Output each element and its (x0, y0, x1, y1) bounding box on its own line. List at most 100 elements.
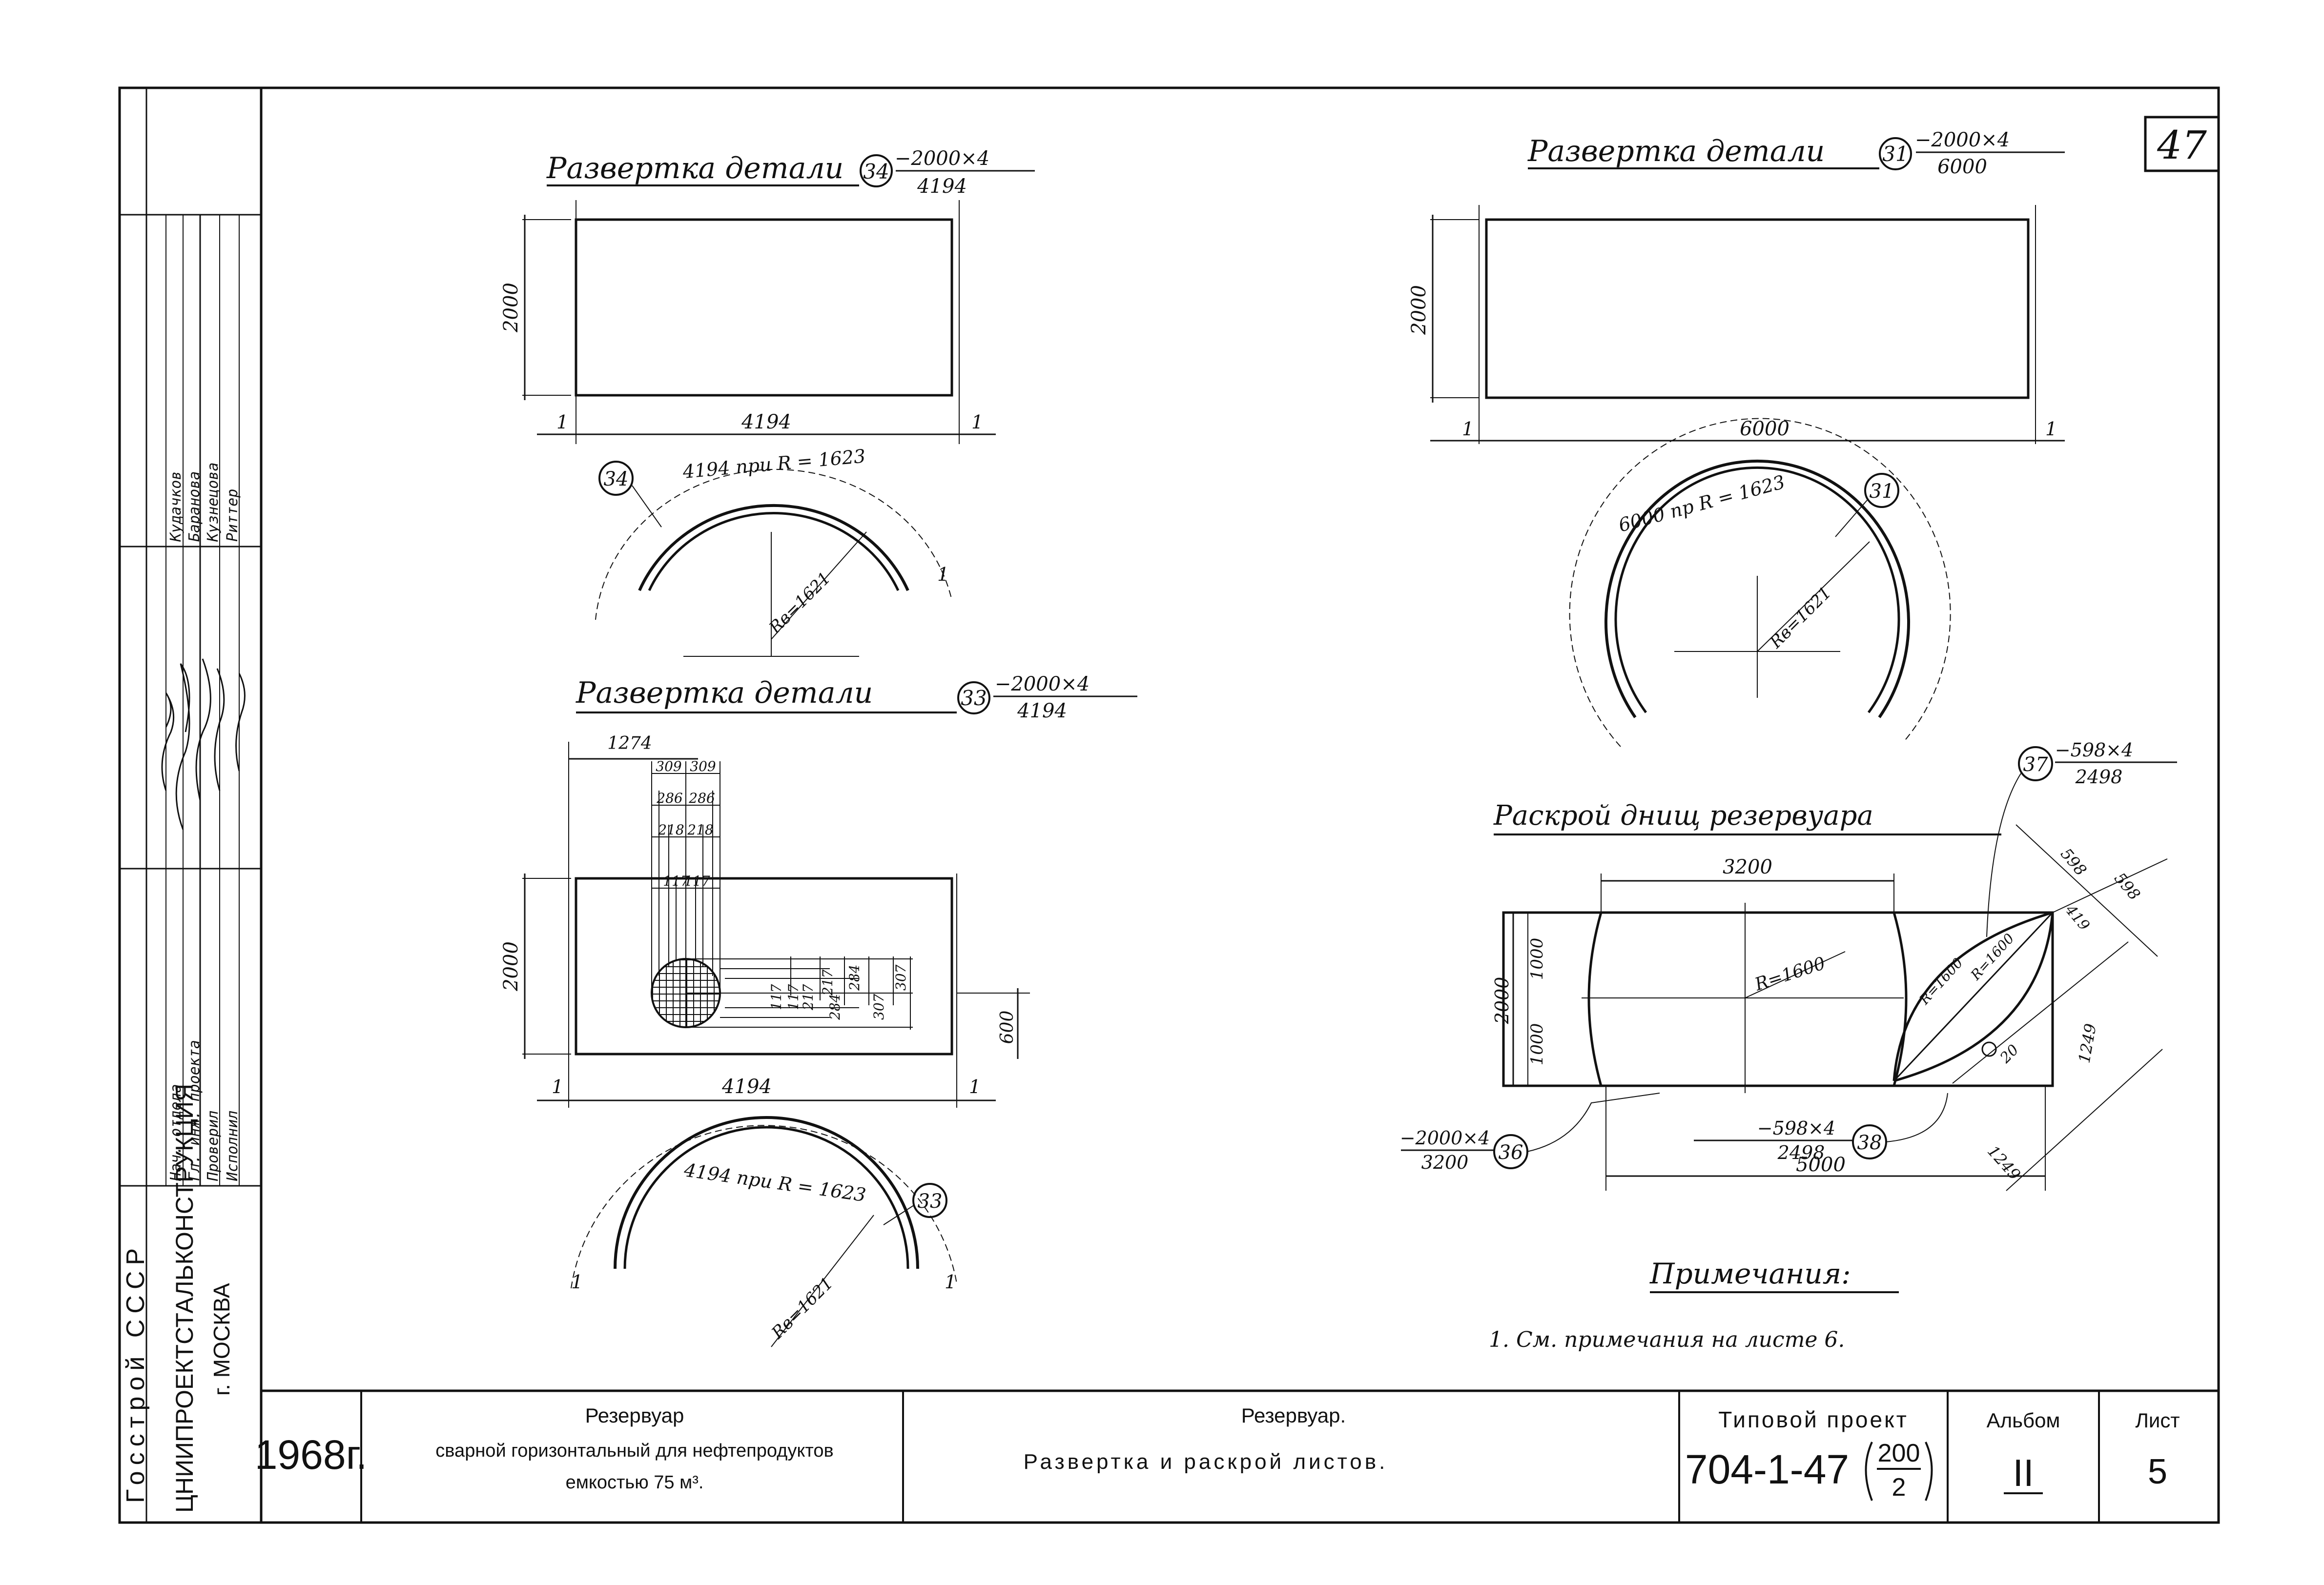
detail-33-bottom-offset: 600 (997, 1011, 1017, 1044)
bottom-cut-spec-37-top: −598×4 (2055, 739, 2133, 761)
detail-31-arc-outer (1604, 459, 1910, 718)
detail-33-offset: 1274 (607, 733, 652, 753)
bottom-cut-radius-a: R=1600 (1916, 955, 1966, 1008)
detail-33-arc-radius: Rв=1621 (767, 1274, 837, 1343)
bottom-cut-radius: R=1600 (1752, 954, 1828, 995)
role-executed: Исполнил (224, 1111, 241, 1182)
detail-33-hdim-3: 286 (656, 790, 682, 806)
detail-31-height: 2000 (1408, 285, 1430, 335)
role-chief-engineer: Гл. инж. проекта (186, 1040, 203, 1181)
title-block: 1968г. Резервуар сварной горизонтальный … (255, 1391, 2180, 1523)
bottom-cut-mark-38: 38 (1857, 1132, 1882, 1154)
detail-33-vdim-3: 217 (800, 984, 816, 1011)
detail-31-title: Развертка детали (1527, 134, 1825, 168)
detail-34-arc-outer (638, 504, 909, 591)
detail-34-arc-mark: 34 (604, 468, 629, 490)
name-3: Кузнецова (205, 462, 222, 542)
detail-33-vdim-6: 284 (846, 965, 863, 991)
detail-33-vdim-8: 307 (893, 964, 909, 991)
title-sheet-title: Резервуар. (1241, 1404, 1346, 1427)
detail-31-arc-mark: 31 (1870, 480, 1894, 503)
detail-34: Развертка детали 34 −2000×4 4194 2000 41… (500, 147, 1035, 657)
detail-34-length: 4194 (741, 411, 791, 433)
detail-31-arc-mark-circle (1864, 473, 1899, 508)
detail-31-allowance-left: 1 (1462, 418, 1474, 440)
detail-33-allowance-right: 1 (969, 1076, 981, 1097)
detail-33-vdim-5: 284 (827, 994, 843, 1020)
detail-34-mark: 34 (863, 160, 889, 183)
city-label: г. МОСКВА (209, 1283, 234, 1396)
corner-sheet-number-box: 47 (2144, 116, 2220, 172)
org-label: Госстрой СССР (122, 1242, 150, 1503)
detail-33-plate (575, 877, 953, 1056)
detail-34-arc-label: 4194 при R = 1623 (681, 445, 866, 483)
title-album-value: II (2013, 1451, 2034, 1494)
detail-34-spec-bottom: 4194 (917, 175, 967, 198)
name-4: Риттер (224, 489, 241, 542)
notes: Примечания: 1. См. примечания на листе 6… (1489, 1257, 1899, 1352)
title-project-label: Типовой проект (1718, 1407, 1909, 1432)
bottom-cut-dim-598-b: 598 (2111, 869, 2144, 904)
detail-34-arc-inner (648, 512, 900, 591)
detail-33-spec-top: −2000×4 (995, 673, 1090, 695)
bottom-cut-mark-36: 36 (1499, 1141, 1523, 1164)
detail-31-spec-top: −2000×4 (1915, 129, 2010, 151)
bottom-cut-dim-1249-b: 1249 (1984, 1142, 2024, 1184)
bottom-cut-half-bottom: 1000 (1527, 1023, 1547, 1066)
title-project-fraction-top: 200 (1878, 1439, 1920, 1467)
detail-33-mark: 33 (961, 686, 987, 710)
detail-33-hdim-4: 286 (688, 790, 715, 806)
detail-33-vdim-7: 307 (871, 994, 887, 1020)
detail-33-height: 2000 (500, 941, 522, 992)
title-sheet-label: Лист (2135, 1409, 2180, 1432)
bottom-cut-title: Раскрой днищ резервуара (1493, 800, 1873, 832)
notes-heading: Примечания: (1649, 1257, 1851, 1290)
bottom-cut-dim-1249-a: 1249 (2075, 1022, 2100, 1065)
bottom-cut-half-top: 1000 (1527, 938, 1547, 980)
detail-34-mark-circle (860, 154, 893, 187)
title-object-desc-1: сварной горизонтальный для нефтепродукто… (435, 1441, 833, 1461)
detail-33-hdim-8: 117 (684, 873, 710, 889)
detail-31-length: 6000 (1740, 418, 1789, 440)
bottom-cut-width-top: 3200 (1723, 856, 1772, 878)
detail-34-arc-radius: Rв=1621 (765, 569, 834, 638)
title-sheet-value: 5 (2148, 1452, 2167, 1491)
name-1: Кудачков (167, 471, 185, 543)
detail-33-arc-allowance-right: 1 (945, 1271, 956, 1293)
bottom-cut: Раскрой днищ резервуара R=1600 R=1600 R=… (1400, 739, 2177, 1191)
detail-33-hdim-2: 309 (690, 758, 716, 774)
title-project-fraction-bottom: 2 (1892, 1473, 1906, 1502)
detail-34-arc-allowance: 1 (937, 564, 949, 585)
title-sheet-desc: Развертка и раскрой листов. (1024, 1450, 1388, 1474)
detail-33-arc-outer (614, 1116, 919, 1269)
detail-33-title: Развертка детали (576, 676, 873, 710)
detail-34-allowance-left: 1 (556, 411, 568, 433)
detail-33-arc-label: 4194 при R = 1623 (682, 1159, 867, 1206)
detail-33: Развертка детали 33 −2000×4 4194 2000 41… (500, 673, 1137, 1347)
detail-33-hdim-5: 218 (658, 822, 684, 838)
detail-34-spec-top: −2000×4 (895, 147, 989, 170)
title-album-label: Альбом (1987, 1409, 2060, 1432)
bottom-cut-height: 2000 (1491, 977, 1513, 1025)
detail-33-arc-mark-circle (912, 1183, 947, 1218)
role-head-of-dept: Нач. отдела (167, 1084, 185, 1181)
title-project-number: 704-1-47 (1685, 1446, 1849, 1492)
detail-31-plate (1485, 218, 2030, 399)
bottom-cut-dim-598-a: 598 (2057, 845, 2090, 879)
detail-33-hdim-7: 117 (663, 873, 689, 889)
detail-33-arc-allowance-left: 1 (571, 1271, 583, 1293)
outer-frame (118, 86, 2220, 1524)
detail-33-vdim-4: 217 (820, 969, 836, 996)
bottom-cut-spec-36-top: −2000×4 (1400, 1127, 1490, 1149)
detail-31-mark-circle (1879, 137, 1912, 170)
detail-34-arc-mark-circle (598, 461, 634, 496)
bottom-cut-mark-37: 37 (2023, 753, 2048, 776)
bottom-cut-spec-38-top: −598×4 (1757, 1118, 1835, 1139)
detail-33-arc-inner (623, 1126, 909, 1269)
bottom-cut-spec-38-bottom: 2498 (1777, 1142, 1825, 1163)
detail-34-height: 2000 (500, 283, 522, 333)
detail-33-arc-mark: 33 (918, 1190, 943, 1213)
left-block: Госстрой СССР ЦНИИПРОЕКТСТАЛЬКОНСТРУКЦИЯ… (120, 88, 261, 1523)
signatures (161, 658, 246, 830)
